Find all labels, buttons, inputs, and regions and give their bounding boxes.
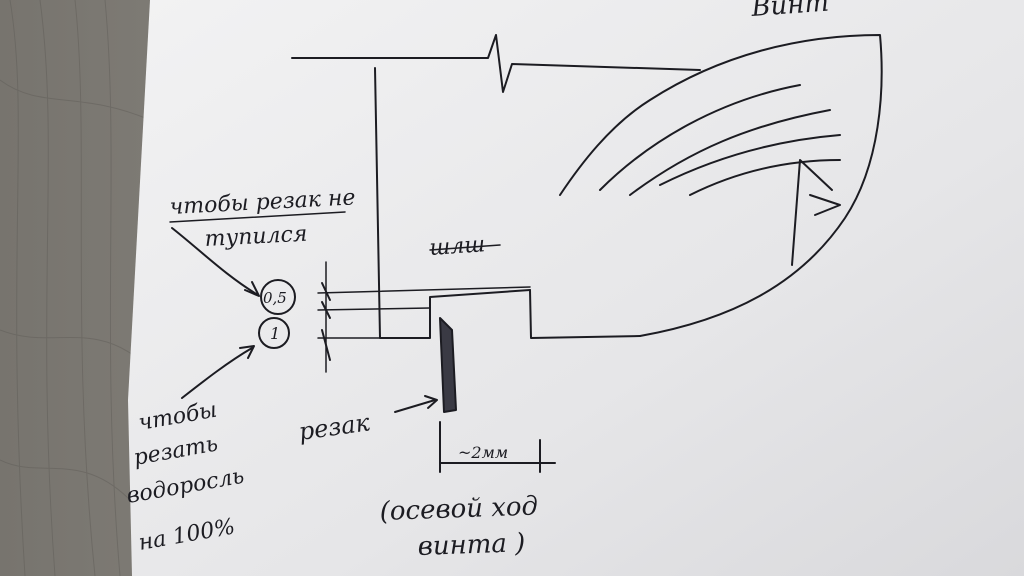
cutter-housing <box>529 289 641 339</box>
label-note-top-2: тупился <box>204 222 308 252</box>
dim-circle-large <box>258 317 290 349</box>
label-dim-large: 1 <box>270 324 280 343</box>
cutter-blade <box>439 317 457 413</box>
wood-grain <box>0 0 151 576</box>
dim-circle-small <box>260 279 296 315</box>
ink-drawing <box>169 34 883 473</box>
paper-sheet <box>128 0 1024 576</box>
label-axial-2: винта ) <box>417 528 526 562</box>
label-scribble: шлш <box>429 232 486 261</box>
label-gap: ~2мм <box>458 443 508 462</box>
propeller-blade <box>559 34 883 337</box>
label-vint: Винт <box>749 0 830 23</box>
label-axial-1: (осевой ход <box>379 491 538 527</box>
shaft-left-wall <box>374 67 531 339</box>
shaft-top-line <box>291 34 701 93</box>
label-dim-small: 0,5 <box>263 289 287 307</box>
